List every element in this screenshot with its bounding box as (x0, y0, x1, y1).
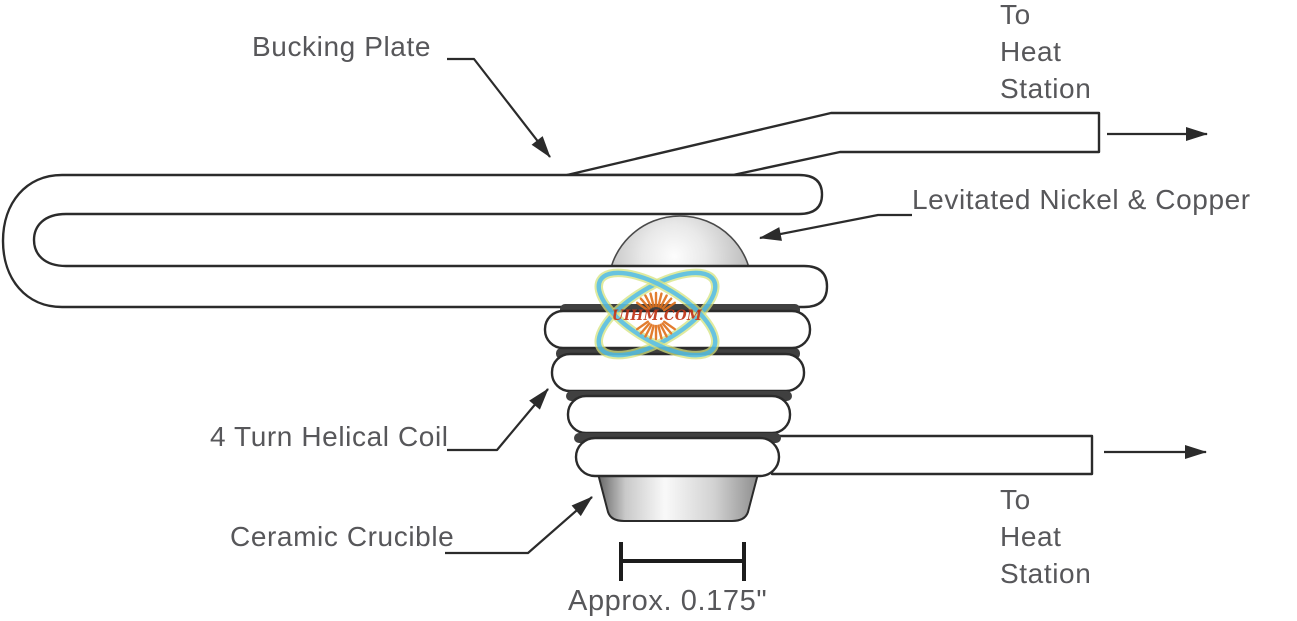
coil-turn (574, 436, 781, 478)
top-output-tube (565, 111, 1101, 177)
watermark-logo: UIHM.COM (594, 268, 720, 360)
to-heat-station-top-label: To Heat Station (1000, 0, 1091, 107)
watermark-text: UIHM.COM (612, 308, 703, 324)
ceramic-crucible-leader-arrow (445, 496, 593, 555)
coil-turn (566, 394, 792, 435)
helical-coil-leader-arrow (447, 388, 549, 452)
levitated-metal-leader-arrow (759, 213, 912, 241)
to-heat-station-bottom-line: Heat (1000, 521, 1062, 552)
watermark-ring (594, 268, 720, 360)
dimension-line (619, 542, 746, 581)
watermark-sun-rays (635, 291, 677, 341)
to-heat-station-top-line: To (1000, 0, 1031, 30)
to-heat-station-top-line: Heat (1000, 36, 1062, 67)
watermark-ring (594, 268, 720, 360)
to-heat-station-bottom-line: Station (1000, 558, 1092, 589)
to-heat-station-bottom-label: To Heat Station (1000, 481, 1091, 592)
helical-coil-label: 4 Turn Helical Coil (210, 421, 449, 452)
bucking-plate-leader-arrow (447, 57, 551, 158)
to-heat-station-top-line: Station (1000, 73, 1092, 104)
levitated-metal-label: Levitated Nickel & Copper (912, 184, 1251, 215)
dimension-label: Approx. 0.175" (568, 585, 768, 617)
ceramic-crucible-shape (594, 465, 762, 522)
bucking-plate-label: Bucking Plate (252, 31, 432, 62)
to-heat-station-bottom-line: To (1000, 484, 1031, 515)
ceramic-crucible-label: Ceramic Crucible (230, 521, 455, 552)
coil-turn (550, 352, 806, 393)
bottom-output-tube (770, 434, 1094, 476)
